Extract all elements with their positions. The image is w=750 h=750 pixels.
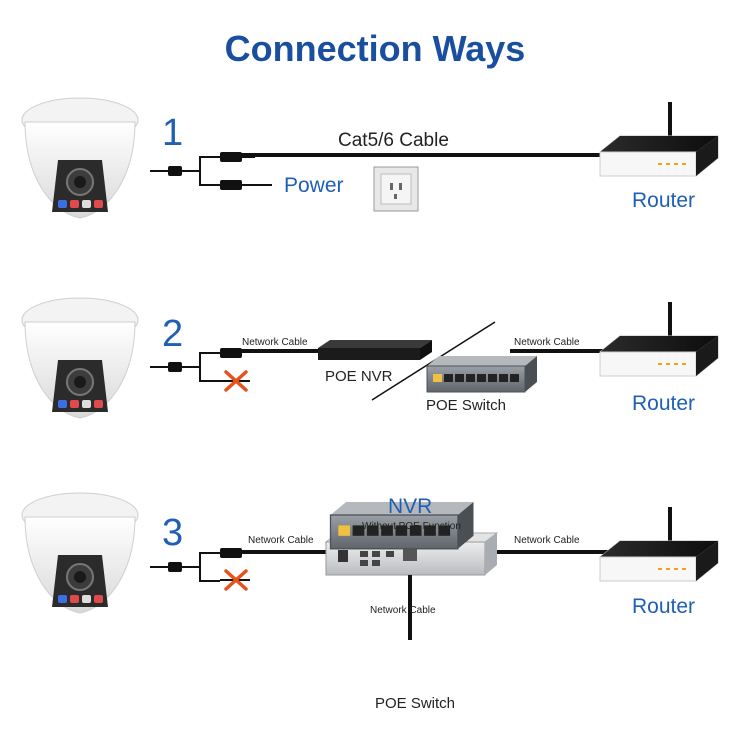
power-outlet-icon (373, 166, 419, 212)
way-number-2: 2 (162, 313, 184, 355)
network-cable-label: Network Cable (248, 535, 314, 546)
dome-camera-icon (21, 297, 139, 419)
way1-row (21, 97, 719, 219)
dome-camera-icon (21, 492, 139, 614)
power-label: Power (284, 174, 344, 197)
router-label: Router (632, 189, 696, 212)
nvr-title: NVR (388, 495, 433, 518)
cable-label: Cat5/6 Cable (338, 130, 449, 151)
poe-switch-icon (426, 355, 538, 393)
way-number-1: 1 (162, 112, 184, 154)
power-plug (220, 180, 242, 190)
switch-label: POE Switch (426, 397, 507, 414)
router-icon (599, 506, 719, 582)
network-cable-label: Network Cable (370, 605, 436, 616)
switch-label: POE Switch (375, 695, 456, 712)
way2-row (21, 297, 719, 419)
nvr-label: POE NVR (325, 368, 393, 385)
page-title: Connection Ways (224, 28, 526, 69)
router-label: Router (632, 595, 696, 618)
network-cable-label: Network Cable (514, 535, 580, 546)
dome-camera-icon (21, 97, 139, 219)
router-label: Router (632, 392, 696, 415)
router-icon (599, 301, 719, 377)
nvr-icon (318, 340, 432, 360)
network-cable-label: Network Cable (242, 337, 308, 348)
way3-row (21, 492, 719, 640)
network-cable-label: Network Cable (514, 337, 580, 348)
nvr-subtitle: Without POE Function (362, 521, 461, 532)
way-number-3: 3 (162, 512, 184, 554)
router-icon (599, 101, 719, 177)
